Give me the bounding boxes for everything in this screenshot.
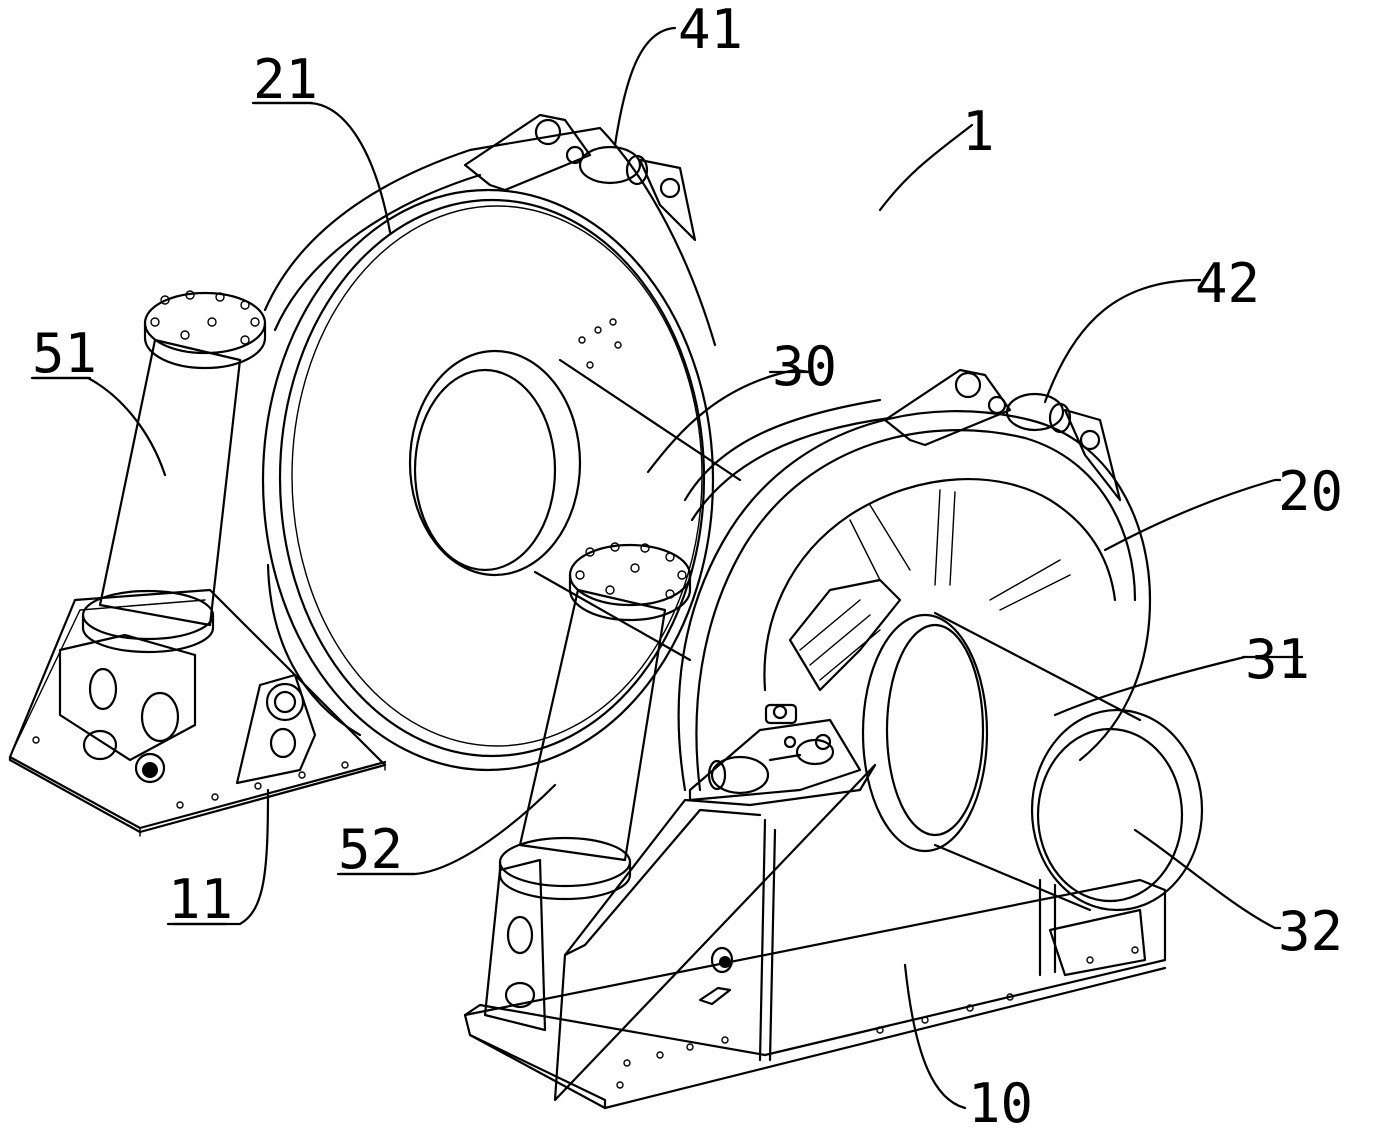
flange-bolts-top-52 xyxy=(575,542,687,599)
leader-lines xyxy=(31,26,1303,1110)
output-shaft-31 xyxy=(861,611,1204,912)
label-10: 10 xyxy=(968,1072,1033,1132)
front-ring-20 xyxy=(677,398,1152,792)
bore-32 xyxy=(1036,727,1184,903)
strut-51 xyxy=(81,290,267,654)
label-42: 42 xyxy=(1195,252,1260,315)
label-41: 41 xyxy=(678,0,743,61)
label-21: 21 xyxy=(253,48,318,111)
bolt-holes xyxy=(32,736,349,809)
frame-bolt-holes xyxy=(616,946,1139,1089)
label-30: 30 xyxy=(772,335,837,398)
rear-support-base xyxy=(8,588,387,837)
label-20: 20 xyxy=(1278,460,1343,523)
strut-52 xyxy=(498,542,692,901)
front-frame-10 xyxy=(463,763,1167,1110)
rear-flange-disc-21 xyxy=(261,126,717,772)
drum-30 xyxy=(408,349,742,662)
numeral-underlines xyxy=(30,101,416,926)
label-52: 52 xyxy=(338,818,403,881)
reference-numerals: 1 10 11 20 21 30 31 32 41 42 51 52 xyxy=(32,0,1343,1132)
label-11: 11 xyxy=(168,868,233,931)
label-51: 51 xyxy=(32,322,97,385)
label-31: 31 xyxy=(1245,628,1310,691)
flange-bolts-top xyxy=(150,290,260,345)
brake-41 xyxy=(463,113,697,242)
disc-holes xyxy=(578,318,622,369)
brake-42 xyxy=(883,368,1122,502)
label-1: 1 xyxy=(962,100,995,163)
brake-linkage xyxy=(688,578,902,802)
label-32: 32 xyxy=(1278,900,1343,963)
